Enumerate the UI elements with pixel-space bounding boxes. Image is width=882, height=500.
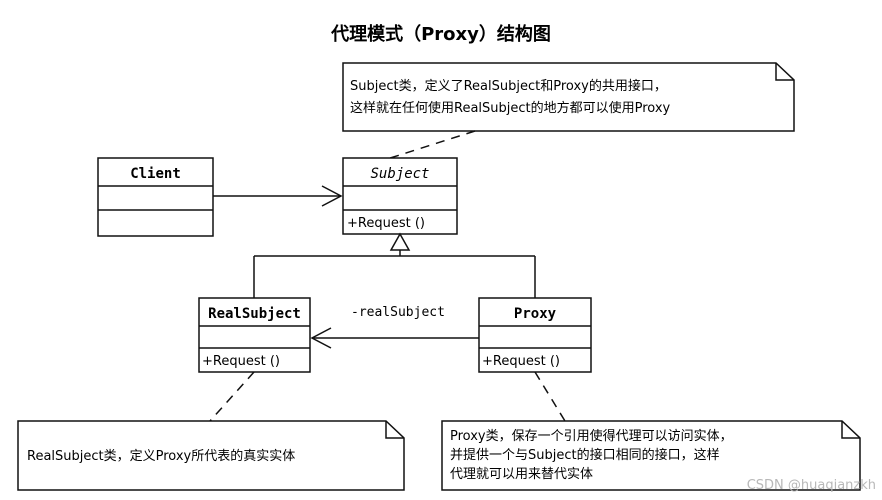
note-proxy: Proxy类，保存一个引用使得代理可以访问实体， 并提供一个与Subject的接…	[441, 420, 861, 491]
assoc-proxy-realsubject-label: -realSubject	[351, 305, 445, 320]
class-subject: Subject +Request ()	[342, 157, 458, 235]
note-subject-shape	[342, 62, 795, 132]
class-proxy-operation: +Request ()	[482, 354, 560, 369]
class-proxy-name: Proxy	[514, 306, 557, 322]
note-subject-line-1: Subject类，定义了RealSubject和Proxy的共用接口，	[350, 78, 667, 94]
class-realsubject-name: RealSubject	[208, 306, 301, 322]
note-proxy-anchor	[534, 371, 566, 422]
class-client-name: Client	[130, 166, 181, 182]
note-realsubject-line-1: RealSubject类，定义Proxy所代表的真实实体	[27, 448, 295, 464]
class-subject-name: Subject	[370, 166, 429, 182]
note-proxy-line-1: Proxy类，保存一个引用使得代理可以访问实体，	[450, 428, 733, 444]
note-subject-fold	[775, 63, 794, 81]
class-subject-box	[342, 157, 458, 235]
class-proxy: Proxy +Request ()	[478, 297, 592, 373]
note-proxy-fold	[841, 421, 860, 439]
class-client-box	[97, 157, 214, 237]
note-realsubject-shape	[17, 420, 405, 491]
class-client: Client	[97, 157, 214, 237]
diagram-title: 代理模式（Proxy）结构图	[330, 23, 551, 45]
note-realsubject: RealSubject类，定义Proxy所代表的真实实体	[17, 420, 405, 491]
note-subject-anchor	[383, 130, 476, 161]
class-subject-operation: +Request ()	[347, 216, 425, 231]
note-realsubject-anchor	[209, 371, 255, 422]
note-proxy-line-2: 并提供一个与Subject的接口相同的接口，这样	[450, 447, 720, 463]
class-realsubject-operation: +Request ()	[202, 354, 280, 369]
assoc-proxy-realsubject-arrowhead	[310, 327, 332, 349]
class-realsubject-box	[198, 297, 311, 373]
assoc-client-subject-arrowhead	[321, 185, 343, 207]
note-subject-line-2: 这样就在任何使用RealSubject的地方都可以使用Proxy	[350, 100, 671, 116]
watermark-text: CSDN @huaqianzkh	[747, 478, 876, 493]
note-subject: Subject类，定义了RealSubject和Proxy的共用接口， 这样就在…	[342, 62, 795, 132]
class-realsubject: RealSubject +Request ()	[198, 297, 311, 373]
generalization-triangle	[389, 232, 411, 251]
note-realsubject-fold	[385, 421, 404, 439]
note-proxy-line-3: 代理就可以用来替代实体	[450, 467, 593, 482]
note-proxy-shape	[441, 420, 861, 491]
